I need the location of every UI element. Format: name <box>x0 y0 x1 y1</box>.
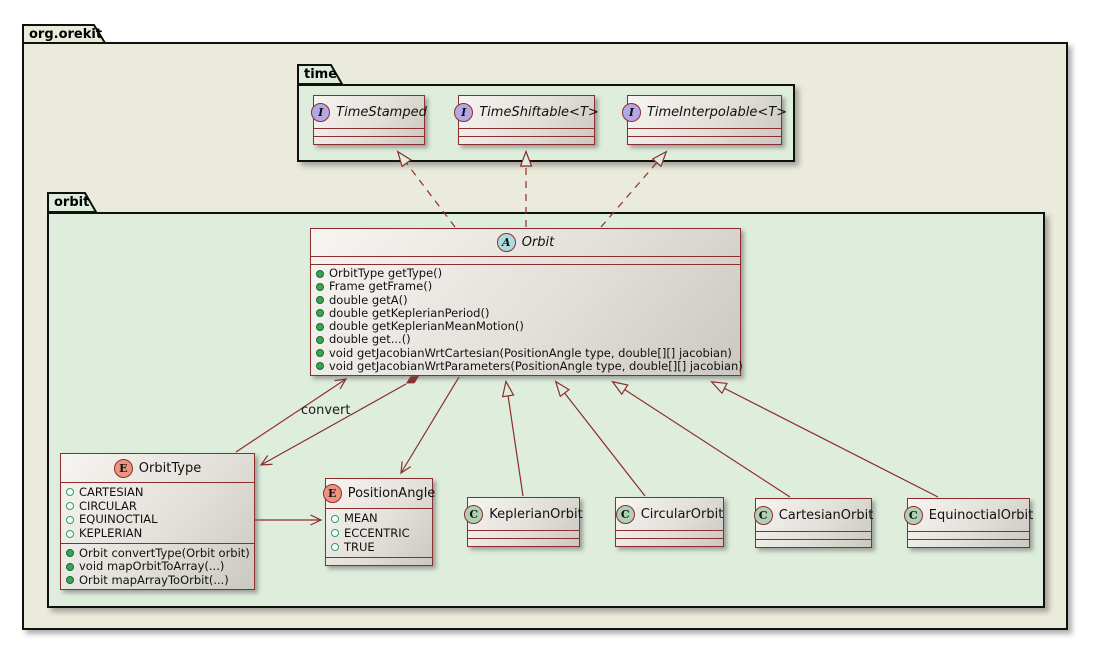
method-row: double getKeplerianMeanMotion() <box>316 320 735 333</box>
fields-compartment <box>616 530 723 538</box>
method-row: Frame getFrame() <box>316 280 735 293</box>
enum-constant-row: TRUE <box>331 540 427 554</box>
enum-constant-row: EQUINOCTIAL <box>66 513 249 526</box>
package-name-orbit: orbit <box>54 195 90 210</box>
enum-constant-row: CIRCULAR <box>66 499 249 513</box>
field-icon <box>66 529 74 538</box>
field-icon <box>331 514 339 523</box>
methods-compartment <box>908 539 1029 547</box>
class-cartesianorbit: C CartesianOrbit <box>753 498 874 548</box>
enum-constant-row: CARTESIAN <box>66 485 249 499</box>
field-icon <box>331 543 339 552</box>
class-orbit: A Orbit OrbitType getType() Frame getFra… <box>310 228 743 376</box>
methods-compartment <box>628 136 781 144</box>
method-row: void getJacobianWrtParameters(PositionAn… <box>316 359 743 373</box>
interface-icon: I <box>454 102 474 122</box>
method-row: double get...() <box>316 333 735 346</box>
package-tab-time <box>297 64 344 85</box>
class-circularorbit: C CircularOrbit <box>615 497 724 547</box>
field-icon <box>66 502 74 511</box>
class-name: CartesianOrbit <box>778 507 874 523</box>
public-method-icon <box>316 296 324 305</box>
class-timeshiftable: I TimeShiftable<T> <box>454 95 599 145</box>
methods-compartment <box>326 557 432 565</box>
enum-constant-row: MEAN <box>331 512 427 525</box>
abstract-class-icon: A <box>496 233 516 252</box>
class-icon: C <box>615 504 635 524</box>
class-name: OrbitType <box>138 460 202 476</box>
public-method-icon <box>316 269 324 278</box>
class-equinoctialorbit: C EquinoctialOrbit <box>903 498 1034 548</box>
public-method-icon <box>316 349 324 358</box>
fields-compartment: CARTESIAN CIRCULAR EQUINOCTIAL KEPLERIAN <box>61 482 254 543</box>
public-method-icon <box>66 549 74 557</box>
package-name-time: time <box>304 67 338 82</box>
class-name: CircularOrbit <box>640 506 724 522</box>
method-row: void mapOrbitToArray(...) <box>66 560 249 573</box>
methods-compartment <box>468 538 579 546</box>
method-row: Orbit mapArrayToOrbit(...) <box>66 573 249 587</box>
class-orbittype: E OrbitType CARTESIAN CIRCULAR EQUINOCTI… <box>60 453 255 590</box>
fields-compartment <box>756 531 871 539</box>
methods-compartment <box>616 538 723 546</box>
methods-compartment <box>459 136 594 144</box>
class-icon: C <box>464 504 484 524</box>
public-method-icon <box>316 335 324 344</box>
class-name: TimeInterpolable<T> <box>646 104 788 120</box>
methods-compartment <box>756 539 871 547</box>
enum-icon: E <box>113 458 133 478</box>
fields-compartment <box>311 256 740 264</box>
package-name-org-orekit: org.orekit <box>29 27 103 42</box>
field-icon <box>66 515 74 524</box>
methods-compartment <box>314 136 424 144</box>
public-method-icon <box>316 309 324 318</box>
fields-compartment <box>314 128 424 136</box>
method-row: OrbitType getType() <box>316 267 735 280</box>
method-row: double getKeplerianPeriod() <box>316 306 735 320</box>
fields-compartment <box>628 128 781 136</box>
fields-compartment <box>468 530 579 538</box>
class-icon: C <box>903 505 923 525</box>
class-timestamped: I TimeStamped <box>311 95 427 145</box>
class-timeinterpolable: I TimeInterpolable<T> <box>621 95 787 145</box>
public-method-icon <box>66 562 74 571</box>
public-method-icon <box>316 362 324 371</box>
fields-compartment <box>908 531 1029 539</box>
enum-constant-row: KEPLERIAN <box>66 527 249 540</box>
class-keplerianorbit: C KeplerianOrbit <box>464 497 583 547</box>
edge-label-convert: convert <box>301 403 351 418</box>
enum-constant-row: ECCENTRIC <box>331 526 427 540</box>
class-name: PositionAngle <box>347 486 436 501</box>
class-icon: C <box>753 505 773 525</box>
class-positionangle: E PositionAngle MEAN ECCENTRIC TRUE <box>322 478 436 566</box>
enum-icon: E <box>322 484 342 503</box>
methods-compartment: Orbit convertType(Orbit orbit) void mapO… <box>61 543 254 589</box>
method-row: Orbit convertType(Orbit orbit) <box>66 546 250 560</box>
class-name: TimeShiftable<T> <box>479 104 599 120</box>
method-row: double getA() <box>316 293 735 307</box>
methods-compartment: OrbitType getType() Frame getFrame() dou… <box>311 264 743 375</box>
field-icon <box>66 488 74 497</box>
class-name: EquinoctialOrbit <box>928 507 1034 523</box>
interface-icon: I <box>621 102 641 122</box>
class-name: KeplerianOrbit <box>489 506 583 522</box>
field-icon <box>331 529 339 537</box>
method-row: void getJacobianWrtCartesian(PositionAng… <box>316 346 735 360</box>
public-method-icon <box>316 322 324 331</box>
fields-compartment <box>459 128 594 136</box>
public-method-icon <box>316 282 324 291</box>
class-name: TimeStamped <box>336 104 427 120</box>
class-name: Orbit <box>521 235 555 250</box>
fields-compartment: MEAN ECCENTRIC TRUE <box>326 508 432 557</box>
package-tab-org-orekit <box>22 24 107 44</box>
interface-icon: I <box>311 102 331 122</box>
public-method-icon <box>66 576 74 584</box>
package-tab-orbit <box>47 192 98 213</box>
